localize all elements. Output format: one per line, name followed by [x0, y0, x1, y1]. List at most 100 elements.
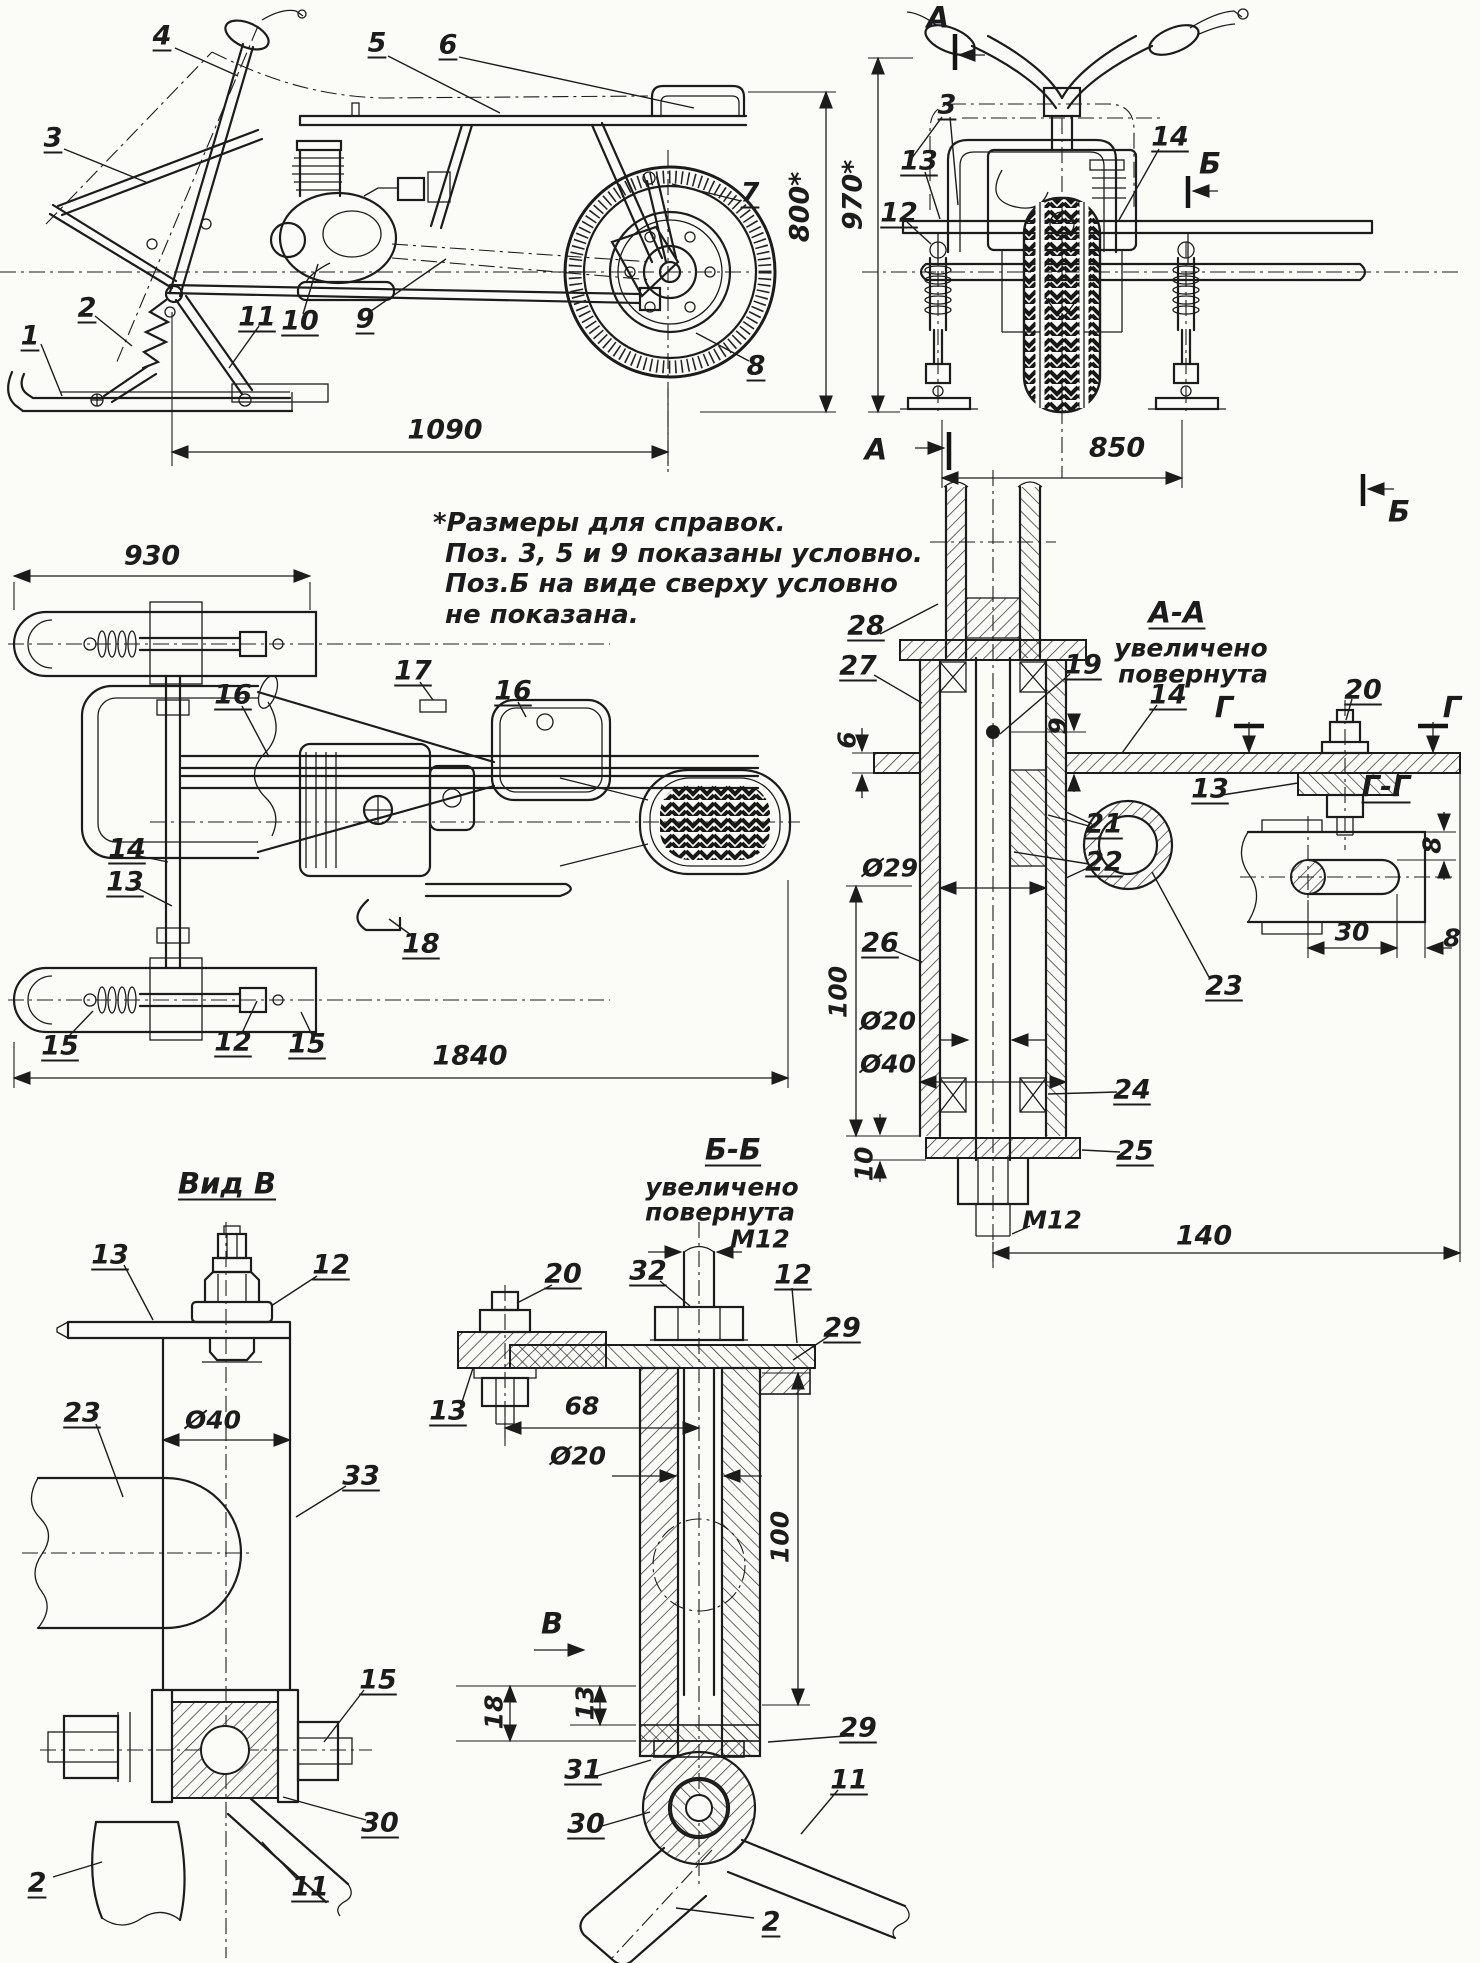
- callout-bb-12: 12: [774, 1259, 812, 1291]
- reference-notes: *Размеры для справок. Поз. 3, 5 и 9 пока…: [433, 508, 923, 631]
- dim-aa-9: 9: [1043, 717, 1073, 735]
- callout-aa-27: 27: [839, 650, 877, 682]
- side-view-drawing: [0, 9, 836, 472]
- callout-top-15a: 15: [41, 1030, 79, 1062]
- dim-aa-20: Ø20: [859, 1006, 917, 1036]
- view-b-title: Вид В: [177, 1166, 277, 1201]
- note-line-2: Поз. 3, 5 и 9 показаны условно.: [445, 538, 923, 569]
- dim-aa-6: 6: [832, 731, 862, 749]
- callout-vb-30: 30: [361, 1807, 399, 1839]
- callout-top-15b: 15: [288, 1028, 326, 1060]
- callout-aa-20: 20: [1344, 674, 1382, 706]
- callout-aa-25: 25: [1116, 1135, 1154, 1167]
- dim-1090: 1090: [407, 414, 483, 446]
- callout-aa-21: 21: [1085, 808, 1123, 840]
- callout-aa-24: 24: [1113, 1074, 1151, 1106]
- mark-b-bottom: Б: [1387, 494, 1411, 529]
- section-aa-drawing: [846, 470, 1462, 1268]
- callout-front-3: 3: [937, 89, 957, 121]
- dim-bb-20: Ø20: [549, 1441, 607, 1471]
- callout-aa-28: 28: [847, 610, 885, 642]
- callout-bb-31: 31: [564, 1754, 602, 1786]
- dim-aa-140: 140: [1175, 1220, 1233, 1252]
- dim-aa-m12: М12: [1022, 1205, 1082, 1235]
- callout-bb-20: 20: [544, 1258, 582, 1290]
- mark-v: В: [540, 1606, 564, 1641]
- callout-aa-22: 22: [1085, 846, 1123, 878]
- top-view-drawing: [8, 569, 800, 1088]
- dim-gg-8a: 8: [1417, 836, 1447, 854]
- callout-11: 11: [238, 301, 276, 333]
- callout-10: 10: [281, 305, 319, 337]
- callout-aa-23: 23: [1205, 970, 1243, 1002]
- callout-bb-2: 2: [761, 1906, 781, 1938]
- callout-bb-30: 30: [567, 1808, 605, 1840]
- dim-aa-40: Ø40: [859, 1049, 917, 1079]
- callout-bb-32: 32: [629, 1255, 667, 1287]
- note-line-1: *Размеры для справок.: [433, 508, 786, 538]
- callout-vb-13: 13: [91, 1239, 129, 1271]
- callout-aa-13: 13: [1191, 773, 1229, 805]
- mark-g-right: Г: [1442, 690, 1462, 725]
- callout-9: 9: [355, 303, 375, 335]
- callout-top-16b: 16: [494, 675, 532, 707]
- outrigger-right: [1148, 241, 1226, 416]
- callout-2: 2: [77, 292, 97, 324]
- callout-vb-12: 12: [312, 1249, 350, 1281]
- dim-vb-40: Ø40: [184, 1405, 242, 1435]
- section-bb-sub1: увеличено: [645, 1172, 799, 1202]
- outrigger-left: [900, 241, 978, 416]
- callout-front-12: 12: [880, 197, 918, 229]
- callout-bb-29b: 29: [839, 1712, 877, 1744]
- callout-front-13: 13: [900, 145, 938, 177]
- callout-aa-19: 19: [1064, 649, 1102, 681]
- dim-800: 800*: [784, 171, 816, 243]
- callout-vb-15: 15: [359, 1664, 397, 1696]
- callout-top-17: 17: [394, 655, 432, 687]
- dim-aa-10: 10: [849, 1146, 879, 1182]
- section-gg-drawing: [1240, 812, 1456, 958]
- callout-top-12: 12: [214, 1026, 252, 1058]
- section-bb-title: Б-Б: [704, 1132, 762, 1167]
- callout-bb-11: 11: [830, 1764, 868, 1796]
- dim-gg-30: 30: [1334, 917, 1370, 947]
- dim-850: 850: [1088, 432, 1146, 464]
- callout-vb-2: 2: [27, 1867, 47, 1899]
- callout-3: 3: [43, 122, 63, 154]
- section-gg-title: Г-Г: [1361, 769, 1411, 804]
- callout-aa-26: 26: [861, 927, 899, 959]
- callout-7: 7: [740, 177, 760, 209]
- dim-970: 970*: [837, 159, 869, 231]
- callout-front-14: 14: [1151, 121, 1189, 153]
- callout-4: 4: [152, 20, 172, 52]
- dim-930: 930: [123, 540, 181, 572]
- dim-bb-68: 68: [564, 1391, 600, 1421]
- section-bb-drawing: [456, 1222, 910, 1963]
- mark-a-bottom: А: [864, 432, 888, 467]
- callout-top-16a: 16: [214, 679, 252, 711]
- callout-top-14: 14: [108, 833, 146, 865]
- mark-g-left: Г: [1214, 690, 1234, 725]
- view-b-drawing: [22, 1222, 372, 1958]
- callout-bb-13: 13: [429, 1395, 467, 1427]
- callout-top-18: 18: [402, 928, 440, 960]
- callout-5: 5: [367, 27, 387, 59]
- dim-bb-m12: М12: [730, 1224, 790, 1254]
- callout-vb-33: 33: [342, 1460, 380, 1492]
- section-aa-title: А-А: [1148, 595, 1206, 630]
- dim-aa-100: 100: [823, 965, 853, 1019]
- callout-vb-23: 23: [63, 1397, 101, 1429]
- callout-6: 6: [438, 29, 458, 61]
- callout-vb-11: 11: [291, 1871, 329, 1903]
- dim-aa-29: Ø29: [861, 853, 919, 883]
- dim-bb-13: 13: [570, 1685, 600, 1721]
- section-bb-sub2: повернута: [644, 1197, 796, 1227]
- note-line-3: Поз.Б на виде сверху условно: [445, 569, 898, 600]
- section-aa-sub1: увеличено: [1114, 633, 1268, 663]
- callout-1: 1: [20, 320, 40, 352]
- dim-bb-18: 18: [479, 1694, 509, 1730]
- mark-b-top: Б: [1198, 146, 1222, 181]
- dim-gg-8b: 8: [1443, 923, 1461, 953]
